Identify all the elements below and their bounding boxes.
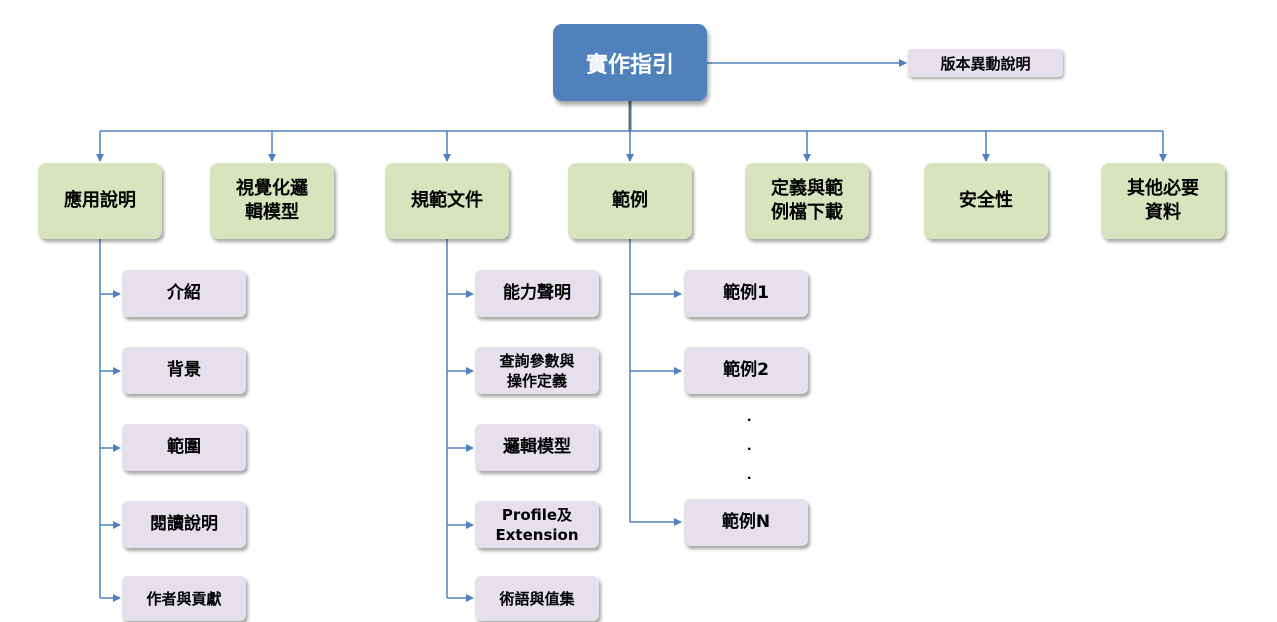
spec-item-search-params[interactable]: 查詢參數與 操作定義 — [475, 347, 599, 394]
category-visual-model[interactable]: 視覺化邏 輯模型 — [210, 163, 334, 239]
example-item-n[interactable]: 範例N — [684, 499, 808, 546]
ellipsis-dot: . — [747, 466, 752, 483]
ellipsis-dot: . — [747, 408, 752, 425]
app-guide-item-background[interactable]: 背景 — [122, 347, 246, 394]
spec-item-logical-model[interactable]: 邏輯模型 — [475, 424, 599, 471]
version-note-node[interactable]: 版本異動說明 — [908, 49, 1063, 77]
app-guide-item-scope[interactable]: 範圍 — [122, 424, 246, 471]
spec-item-profiles[interactable]: Profile及 Extension — [475, 501, 599, 548]
category-examples[interactable]: 範例 — [568, 163, 692, 239]
category-app-guide[interactable]: 應用說明 — [38, 163, 162, 239]
example-item-1[interactable]: 範例1 — [684, 270, 808, 317]
ellipsis-dot: . — [747, 437, 752, 454]
category-downloads[interactable]: 定義與範 例檔下載 — [745, 163, 869, 239]
category-other-data[interactable]: 其他必要 資料 — [1101, 163, 1225, 239]
example-item-2[interactable]: 範例2 — [684, 347, 808, 394]
spec-item-capability[interactable]: 能力聲明 — [475, 270, 599, 317]
root-node[interactable]: 實作指引 — [553, 24, 707, 101]
spec-item-terminology[interactable]: 術語與值集 — [475, 576, 599, 621]
app-guide-item-reading[interactable]: 閱讀說明 — [122, 501, 246, 548]
app-guide-item-authors[interactable]: 作者與貢獻 — [122, 576, 246, 621]
category-security[interactable]: 安全性 — [924, 163, 1048, 239]
app-guide-item-intro[interactable]: 介紹 — [122, 270, 246, 317]
category-spec-docs[interactable]: 規範文件 — [385, 163, 509, 239]
